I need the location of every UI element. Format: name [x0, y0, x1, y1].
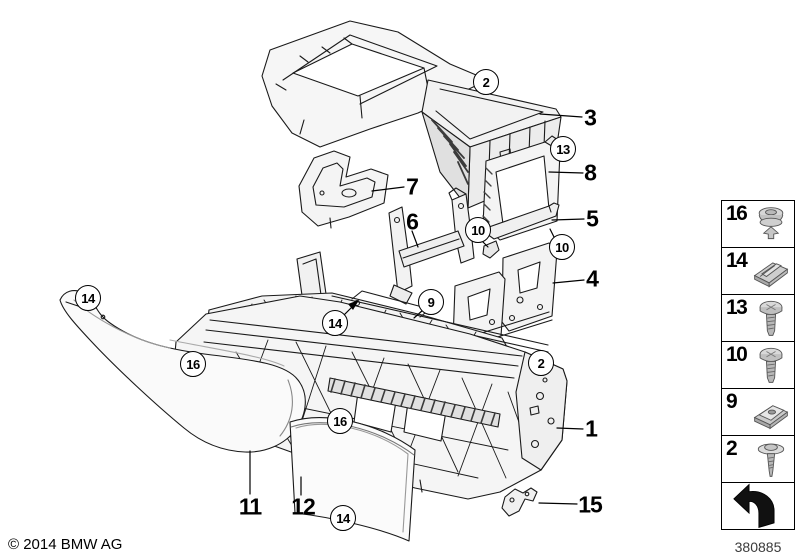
callout-5[interactable]: 5	[586, 205, 599, 232]
callout-circle-13[interactable]: 13	[550, 136, 576, 162]
diagram-number: 380885	[734, 539, 782, 555]
callout-8[interactable]: 8	[584, 159, 597, 186]
legend-item-number: 2	[726, 437, 738, 460]
legend-item-number: 13	[726, 296, 748, 319]
part-console-body	[173, 295, 568, 500]
callout-circle-10[interactable]: 10	[549, 234, 575, 260]
pan-screw-icon	[749, 297, 793, 341]
callout-7[interactable]: 7	[406, 173, 419, 200]
push-rivet-icon	[749, 203, 793, 247]
callout-11[interactable]: 11	[238, 493, 262, 520]
part-bracket-6	[388, 187, 475, 305]
callout-circle-14[interactable]: 14	[75, 285, 101, 311]
callout-circle-14[interactable]: 14	[322, 310, 348, 336]
callout-circle-2[interactable]: 2	[473, 69, 499, 95]
direction-arrow-icon	[722, 483, 794, 529]
legend-item-2[interactable]: 2	[721, 435, 795, 483]
legend-item-number: 16	[726, 202, 748, 225]
callout-circle-16[interactable]: 16	[327, 408, 353, 434]
part-bracket-7	[298, 150, 389, 229]
callout-circle-2[interactable]: 2	[528, 350, 554, 376]
part-bracket-15	[501, 487, 538, 517]
pan-screw-icon	[749, 344, 793, 388]
callout-15[interactable]: 15	[578, 491, 603, 518]
callout-4[interactable]: 4	[586, 265, 599, 292]
callout-circle-16[interactable]: 16	[180, 351, 206, 377]
legend-item-13[interactable]: 13	[721, 294, 795, 342]
legend-item-10[interactable]: 10	[721, 341, 795, 389]
legend-item-number: 10	[726, 343, 748, 366]
callout-12[interactable]: 12	[291, 493, 316, 520]
slide-clip-icon	[749, 250, 793, 294]
callout-circle-14[interactable]: 14	[330, 505, 356, 531]
legend-item-number: 9	[726, 390, 738, 413]
callout-1[interactable]: 1	[585, 415, 598, 442]
legend-item-number: 14	[726, 249, 748, 272]
legend-sidebar: 16 14 13 10 9 2	[721, 200, 795, 530]
cage-clip-icon	[749, 391, 793, 435]
legend-direction-arrow-box[interactable]	[721, 482, 795, 530]
part-carrier-frame	[261, 20, 489, 148]
washer-screw-icon	[749, 438, 793, 482]
legend-item-16[interactable]: 16	[721, 200, 795, 248]
callout-3[interactable]: 3	[584, 104, 597, 131]
callout-6[interactable]: 6	[406, 208, 419, 235]
leader-lines	[249, 113, 585, 505]
callout-circle-9[interactable]: 9	[418, 289, 444, 315]
legend-item-9[interactable]: 9	[721, 388, 795, 436]
copyright-notice: © 2014 BMW AG	[8, 536, 123, 553]
callout-circle-10[interactable]: 10	[465, 217, 491, 243]
legend-item-14[interactable]: 14	[721, 247, 795, 295]
